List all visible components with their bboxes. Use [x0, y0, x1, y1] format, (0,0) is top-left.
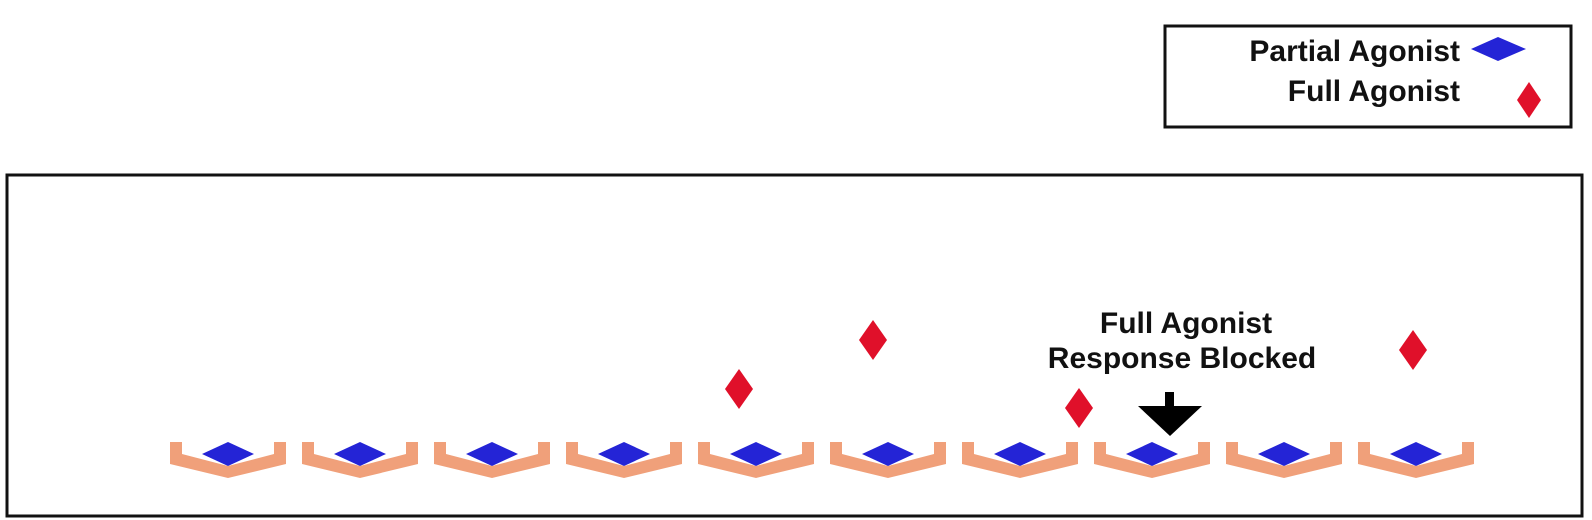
receptor-site [1358, 442, 1474, 478]
partial-agonist-diamond [598, 442, 650, 466]
legend-label-partial-agonist: Partial Agonist [1249, 35, 1460, 68]
receptor-cup [434, 442, 550, 478]
partial-agonist-diamond [1258, 442, 1310, 466]
partial-agonist-diamond [1390, 442, 1442, 466]
annotation: Full Agonist Response Blocked [1048, 307, 1316, 436]
partial-agonist-diamond [730, 442, 782, 466]
receptor-site [566, 442, 682, 478]
receptor-row [170, 442, 1474, 478]
receptor-site [434, 442, 550, 478]
receptor-cup [1226, 442, 1342, 478]
full-agonist-diamond [1065, 388, 1093, 428]
receptor-site [1094, 442, 1210, 478]
partial-agonist-diamond [202, 442, 254, 466]
receptor-cup [698, 442, 814, 478]
partial-agonist-diamond [334, 442, 386, 466]
red-diamond-icon [1517, 82, 1541, 118]
legend-label-full-agonist: Full Agonist [1288, 75, 1460, 108]
receptor-site [302, 442, 418, 478]
annotation-line-1: Full Agonist [1100, 307, 1272, 340]
receptor-cup [1094, 442, 1210, 478]
free-full-agonists [725, 320, 1427, 428]
receptor-cup [302, 442, 418, 478]
legend: Partial Agonist Full Agonist [1163, 24, 1573, 129]
receptor-site [170, 442, 286, 478]
partial-agonist-diamond [862, 442, 914, 466]
receptor-site [830, 442, 946, 478]
receptor-cup [566, 442, 682, 478]
partial-agonist-diamond [466, 442, 518, 466]
full-agonist-diamond [859, 320, 887, 360]
receptor-site [698, 442, 814, 478]
receptor-cup [170, 442, 286, 478]
receptor-cup [962, 442, 1078, 478]
receptor-cup [1358, 442, 1474, 478]
blue-diamond-icon [1471, 37, 1526, 61]
full-agonist-diamond [1399, 330, 1427, 370]
receptor-cup [830, 442, 946, 478]
receptor-site [962, 442, 1078, 478]
down-arrow-icon [1138, 392, 1202, 436]
partial-agonist-diamond [1126, 442, 1178, 466]
receptor-site [1226, 442, 1342, 478]
full-agonist-diamond [725, 369, 753, 409]
annotation-line-2: Response Blocked [1048, 342, 1316, 375]
partial-agonist-diamond [994, 442, 1046, 466]
